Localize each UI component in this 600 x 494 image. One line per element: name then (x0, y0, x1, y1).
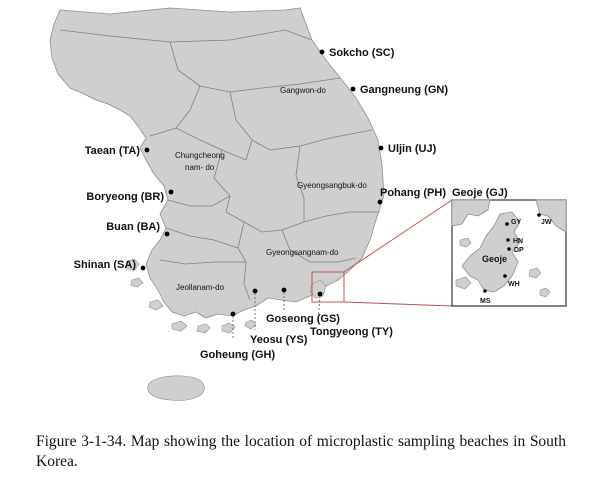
south-island-4 (244, 319, 257, 330)
site-label-goseong: Goseong (GS) (266, 313, 340, 325)
inset-geoje-island (461, 211, 521, 293)
geoje-inset: Geoje (GJ) GY JW HN DP WH MS Geoje (451, 187, 567, 307)
inset-label-dp: DP (514, 247, 524, 254)
site-label-pohang: Pohang (PH) (380, 187, 446, 199)
inset-label-jw: JW (541, 219, 552, 226)
site-dot-buan (164, 231, 170, 237)
site-label-gangneung: Gangneung (GN) (360, 84, 448, 96)
inset-dot-jw (537, 213, 541, 217)
inset-title: Geoje (GJ) (452, 187, 508, 199)
inset-dot-ms (483, 289, 487, 293)
site-dot-goseong (281, 287, 287, 293)
site-label-sokcho: Sokcho (SC) (329, 47, 395, 59)
mainland-landmass (49, 7, 385, 319)
inset-label-gy: GY (511, 219, 521, 226)
inset-dot-wh (503, 274, 507, 278)
site-label-buan: Buan (BA) (106, 221, 160, 233)
region-label-gyeongsangbuk: Gyeongsangbuk-do (297, 181, 367, 190)
site-dot-sokcho (319, 49, 325, 55)
inset-dot-gy (505, 222, 509, 226)
region-label-jeollanam: Jeollanam-do (176, 283, 225, 292)
callout-source-box (311, 271, 345, 303)
region-label-gyeongsangnam: Gyeongsangnam-do (266, 248, 339, 257)
site-dot-gangneung (350, 86, 356, 92)
site-label-taean: Taean (TA) (85, 145, 141, 157)
callout-connector-top (343, 199, 453, 273)
site-dot-pohang (377, 199, 383, 205)
region-label-chungcheong-2: nam- do (185, 163, 215, 172)
site-dot-shinan (140, 265, 146, 271)
leader-lines (232, 292, 321, 340)
region-label-chungcheong-1: Chungcheong (175, 151, 225, 160)
west-island-2 (130, 277, 144, 288)
site-dot-uljin (378, 145, 384, 151)
south-island-1 (171, 320, 188, 332)
inset-label-wh: WH (508, 281, 520, 288)
inset-islet-3 (528, 267, 542, 279)
west-island-3 (148, 299, 164, 311)
inset-islet-4 (539, 287, 551, 298)
site-label-yeosu: Yeosu (YS) (250, 334, 308, 346)
inset-dot-dp (507, 247, 511, 251)
inset-label-hn: HN (513, 238, 523, 245)
inset-label-ms: MS (480, 298, 491, 305)
inset-islet-1 (459, 237, 472, 248)
site-dot-yeosu (252, 288, 258, 294)
inset-mainland (451, 199, 491, 227)
site-label-boryeong: Boryeong (BR) (86, 191, 164, 203)
region-label-gangwon: Gangwon-do (280, 86, 326, 95)
site-label-uljin: Uljin (UJ) (388, 143, 437, 155)
site-dot-boryeong (168, 189, 174, 195)
inset-island-label: Geoje (482, 254, 507, 264)
site-dot-goheung (230, 311, 236, 317)
site-label-shinan: Shinan (SA) (74, 259, 137, 271)
figure-caption: Figure 3-1-34. Map showing the location … (36, 433, 566, 470)
site-dot-tongyeong (317, 291, 323, 297)
province-borders (59, 29, 380, 301)
site-label-goheung: Goheung (GH) (200, 349, 275, 361)
site-dot-taean (144, 147, 150, 153)
south-island-3 (221, 322, 236, 334)
jeju-island (147, 375, 205, 401)
site-label-tongyeong: Tongyeong (TY) (310, 326, 393, 338)
inset-islet-2 (455, 276, 472, 290)
inset-dot-hn (506, 238, 510, 242)
south-korea-map: Gangwon-do Chungcheong nam- do Gyeongsan… (49, 7, 567, 401)
west-island-1 (125, 258, 140, 271)
south-island-2 (196, 323, 211, 334)
callout-connector-bottom (343, 301, 453, 307)
